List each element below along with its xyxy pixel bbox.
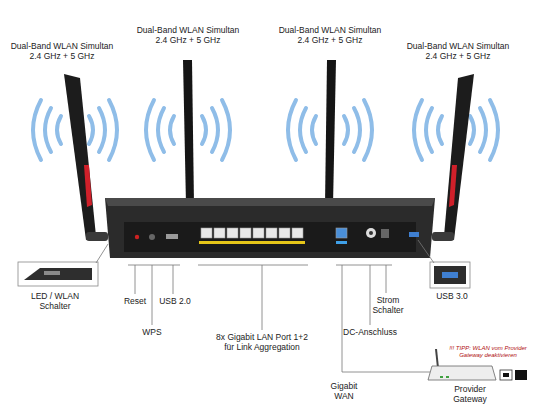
leader-lines — [128, 265, 430, 372]
antenna — [64, 74, 96, 240]
antenna-accent — [449, 165, 457, 207]
lan-port — [279, 228, 290, 238]
inset-box — [430, 262, 470, 288]
bracket-line — [128, 265, 180, 266]
phone-jack-detail — [503, 373, 509, 377]
lan-port — [292, 228, 303, 238]
leader-line — [370, 265, 371, 325]
part-label: Strom Schalter — [368, 296, 408, 316]
dc-jack-pin — [369, 231, 373, 235]
reset-button — [135, 235, 139, 239]
router-body — [105, 198, 435, 258]
power-switch — [381, 229, 389, 238]
wlan-label: Dual-Band WLAN Simultan 2.4 GHz + 5 GHz — [407, 42, 510, 62]
device-label: Provider Gateway — [448, 385, 493, 405]
lan-port — [240, 228, 251, 238]
wan-strip — [336, 241, 347, 244]
lan-port — [253, 228, 264, 238]
lan-ports — [201, 228, 303, 238]
phone-jack — [500, 370, 512, 380]
bracket-line — [336, 265, 392, 266]
led-switch — [44, 271, 60, 275]
dc-jack — [366, 228, 376, 238]
wan-port — [336, 228, 347, 238]
antenna — [325, 60, 336, 205]
part-label: USB 2.0 — [159, 297, 191, 307]
part-label: DC-Anschluss — [343, 328, 397, 338]
usb3-detail-port — [442, 272, 458, 278]
lan-port — [201, 228, 212, 238]
wlan-label: Dual-Band WLAN Simultan 2.4 GHz + 5 GHz — [137, 26, 240, 46]
leader-line — [386, 265, 387, 293]
leader-line — [152, 265, 153, 325]
inset-box — [18, 262, 98, 286]
antenna-hinge — [86, 232, 108, 241]
wps-button — [149, 234, 155, 240]
part-label: Gigabit WAN — [325, 382, 363, 402]
wifi-waves — [33, 100, 498, 160]
leader-line — [418, 240, 434, 263]
gateway-led — [440, 376, 443, 378]
leader-line — [262, 265, 263, 330]
antenna — [183, 60, 194, 205]
wlan-label: Dual-Band WLAN Simultan 2.4 GHz + 5 GHz — [279, 26, 382, 46]
lan-port — [266, 228, 277, 238]
lan-port — [227, 228, 238, 238]
part-label: Reset — [124, 297, 146, 307]
usb-port — [166, 234, 178, 239]
gateway-led — [446, 376, 449, 378]
antenna — [444, 74, 474, 240]
wan-cable — [342, 265, 430, 372]
bracket-line — [198, 265, 308, 266]
usb3-port — [409, 232, 419, 237]
antenna-hinge — [432, 232, 454, 241]
tip-note: !!! TIPP: WLAN vom Provider Gateway deak… — [443, 345, 533, 359]
router-edge — [105, 198, 435, 206]
gateway-antenna — [436, 349, 438, 368]
phone-icon — [515, 370, 527, 380]
lan-strip — [199, 241, 305, 244]
part-label: LED / WLAN Schalter — [25, 292, 85, 312]
antenna-accent — [84, 165, 92, 207]
part-label: USB 3.0 — [436, 292, 468, 302]
leader-line — [96, 244, 108, 263]
wlan-label: Dual-Band WLAN Simultan 2.4 GHz + 5 GHz — [11, 42, 114, 62]
leader-line — [135, 265, 136, 294]
led-switch-detail — [24, 268, 92, 280]
part-label: WPS — [142, 328, 161, 338]
usb3-detail — [434, 266, 466, 284]
lan-port — [214, 228, 225, 238]
back-panel — [124, 222, 416, 252]
leader-line — [173, 265, 174, 294]
part-label: 8x Gigabit LAN Port 1+2 für Link Aggrega… — [213, 333, 311, 353]
gateway-device — [428, 366, 496, 380]
